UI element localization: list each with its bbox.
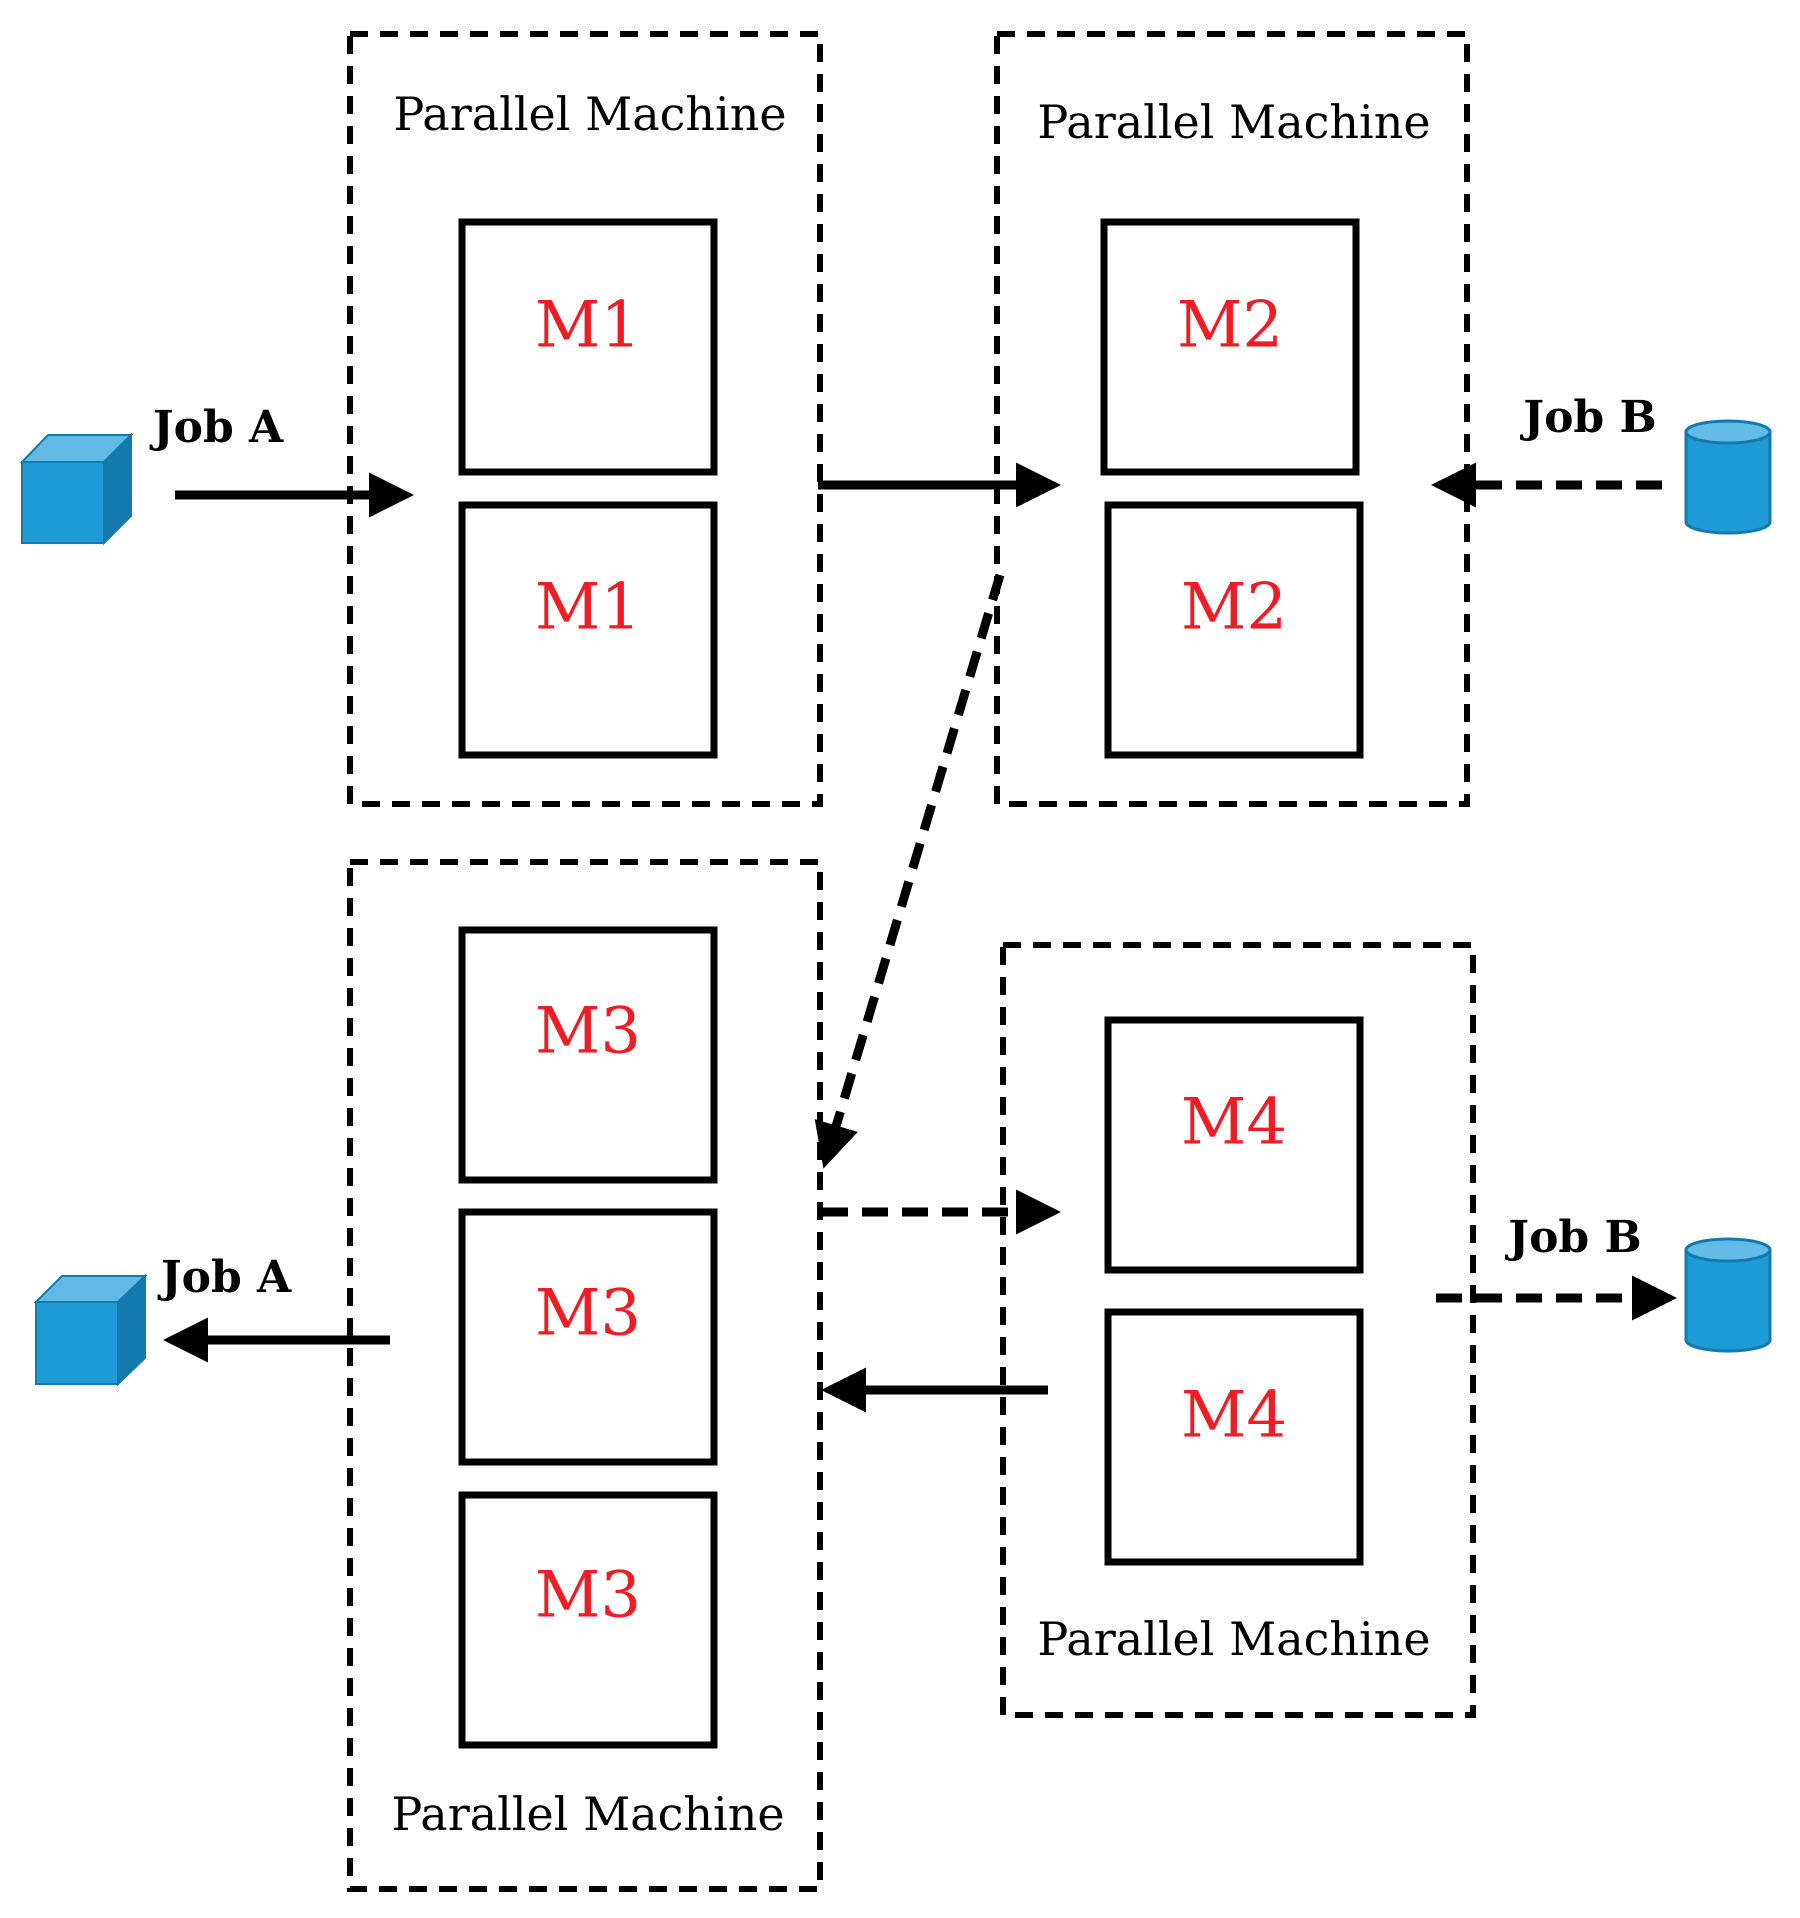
- machine-label-m3-1: M3: [535, 995, 641, 1069]
- parallel-machine-group-1: Parallel Machine M1 M1: [347, 31, 823, 807]
- machine-box-m1-bottom: M1: [458, 501, 718, 759]
- machine-label-m2-bottom: M2: [1181, 571, 1287, 645]
- parallel-machine-group-2: Parallel Machine M2 M2: [994, 31, 1470, 807]
- group-1-boundary: [347, 31, 823, 807]
- machine-label-m3-3: M3: [535, 1559, 641, 1633]
- job-b-sink: Job B: [1504, 1212, 1772, 1353]
- job-a-sink-label: Job A: [157, 1252, 292, 1303]
- machine-box-m2-bottom: M2: [1104, 501, 1364, 759]
- cylinder-icon: [1684, 1237, 1772, 1353]
- parallel-machine-group-3: Parallel Machine M3 M3 M3: [347, 859, 823, 1892]
- parallel-machine-group-4: Parallel Machine M4 M4: [1000, 942, 1476, 1718]
- job-a-source-label: Job A: [149, 402, 284, 453]
- machine-box-m1-top: M1: [458, 218, 718, 476]
- machine-label-m4-top: M4: [1181, 1086, 1287, 1160]
- machine-box-m4-bottom: M4: [1104, 1308, 1364, 1566]
- cylinder-icon: [1684, 419, 1772, 535]
- flow-arrow-m2-to-m3: [814, 573, 1005, 1169]
- machine-box-m3-1: M3: [458, 926, 718, 1184]
- job-b-source: Job B: [1519, 392, 1772, 535]
- job-b-sink-label: Job B: [1504, 1212, 1641, 1263]
- group-2-boundary: [994, 31, 1470, 807]
- cube-icon: [19, 432, 134, 546]
- group-4-boundary: [1000, 942, 1476, 1718]
- group-1-label: Parallel Machine: [393, 87, 786, 141]
- job-a-sink: Job A: [33, 1252, 292, 1387]
- machine-label-m1-top: M1: [535, 289, 641, 363]
- machine-box-m2-top: M2: [1100, 218, 1360, 476]
- machine-label-m1-bottom: M1: [535, 571, 641, 645]
- group-3-label: Parallel Machine: [391, 1787, 784, 1841]
- machine-box-m4-top: M4: [1104, 1016, 1364, 1274]
- job-b-source-label: Job B: [1519, 392, 1656, 443]
- machine-label-m2-top: M2: [1177, 289, 1283, 363]
- job-a-source: Job A: [19, 402, 284, 546]
- group-2-label: Parallel Machine: [1037, 95, 1430, 149]
- machine-label-m3-2: M3: [535, 1277, 641, 1351]
- group-4-label: Parallel Machine: [1037, 1612, 1430, 1666]
- machine-box-m3-2: M3: [458, 1208, 718, 1466]
- machine-box-m3-3: M3: [458, 1491, 718, 1749]
- machine-label-m4-bottom: M4: [1181, 1379, 1287, 1453]
- cube-icon: [33, 1273, 148, 1387]
